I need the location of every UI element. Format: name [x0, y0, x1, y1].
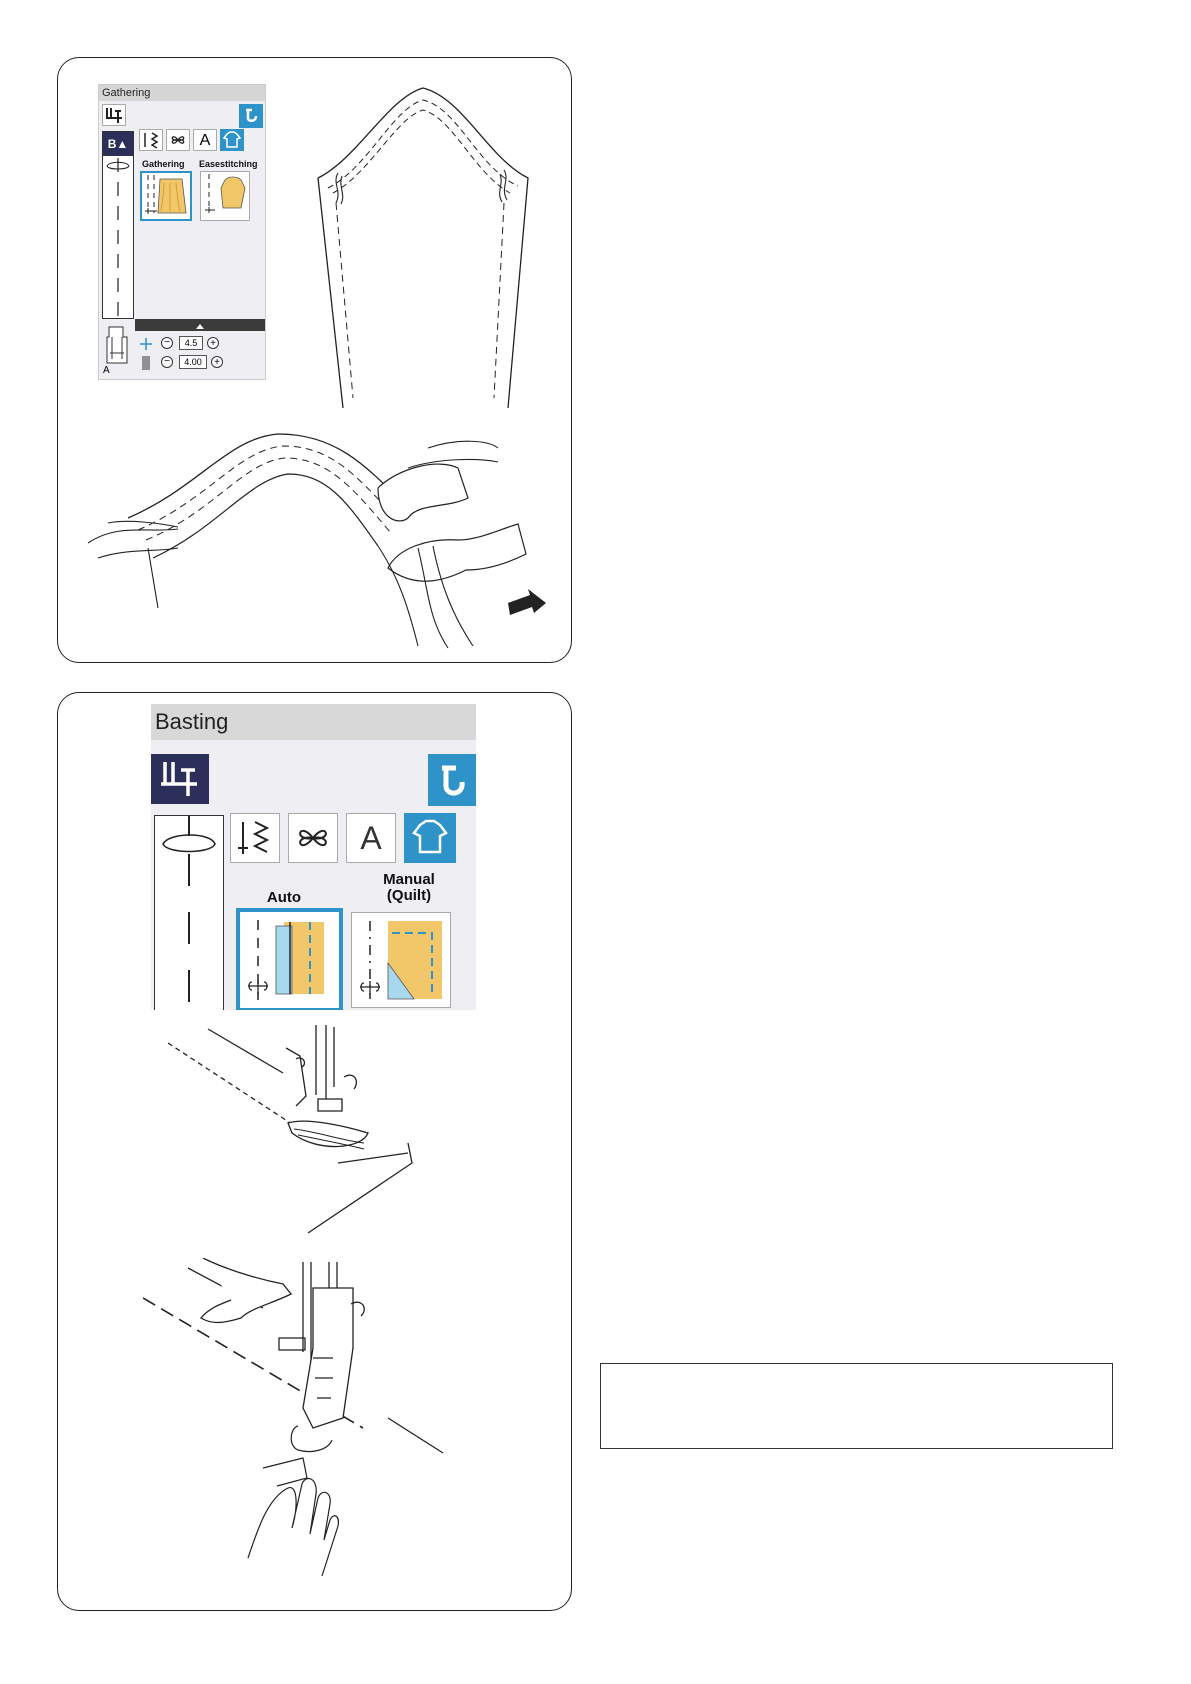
stitch-preview: B▲: [102, 131, 134, 319]
back-button[interactable]: [428, 754, 476, 806]
gathering-option-label: Gathering: [142, 159, 185, 169]
manual-quilt-option-button[interactable]: [351, 912, 451, 1008]
screen-title: Basting: [151, 704, 476, 740]
sewing-application-tab[interactable]: [220, 129, 244, 151]
mode-badge: B▲: [103, 132, 133, 156]
width-plus-button[interactable]: +: [207, 337, 219, 349]
screen-title: Gathering: [99, 85, 265, 101]
easestitching-option-button[interactable]: [200, 171, 250, 221]
basting-illustration-panel: Basting A: [57, 692, 572, 1611]
length-value: 4.00: [179, 355, 207, 369]
sleeve-cap-illustration: [317, 87, 529, 409]
gathering-illustration-panel: Gathering B▲: [57, 57, 572, 663]
length-plus-button[interactable]: +: [211, 356, 223, 368]
shirt-icon: [222, 131, 242, 148]
presser-foot-basting-illustration: [168, 1025, 413, 1234]
gathering-screen: Gathering B▲: [98, 84, 266, 380]
shirt-icon: [412, 819, 448, 854]
easestitching-option-label: Easestitching: [199, 159, 258, 169]
stitch-line-icon: [106, 158, 130, 318]
manual-option-label-line1: Manual: [383, 871, 435, 888]
alphabet-tab[interactable]: A: [193, 129, 217, 151]
gathering-fabric-icon: [145, 175, 187, 214]
auto-option-label: Auto: [266, 889, 302, 906]
foot-settings-icon: [106, 108, 122, 123]
zigzag-stitch-icon: [238, 821, 270, 854]
back-arrow-icon: [246, 108, 258, 122]
back-arrow-icon: [442, 765, 465, 796]
presser-foot-image: [102, 325, 132, 365]
foot-settings-icon: [161, 762, 197, 796]
stitch-length-icon: [142, 356, 150, 370]
back-button[interactable]: [239, 104, 263, 128]
letter-a-icon: A: [360, 820, 382, 856]
basting-screen: Basting A: [151, 704, 476, 1010]
presser-foot-icon: [106, 326, 128, 364]
manual-quilt-basting-icon: [360, 921, 442, 1000]
decorative-stitch-tab[interactable]: [166, 129, 190, 151]
manual-option-label-line2: (Quilt): [386, 887, 432, 904]
stitch-width-icon: [140, 338, 152, 350]
utility-stitch-tab[interactable]: [230, 813, 280, 863]
utility-stitch-tab[interactable]: [139, 129, 163, 151]
sewing-application-tab[interactable]: [404, 813, 456, 863]
pulling-threads-illustration: [87, 433, 546, 649]
letter-a-icon: A: [199, 132, 211, 149]
stitch-preview: [154, 815, 224, 1010]
auto-option-button[interactable]: [236, 908, 343, 1010]
chevron-up-icon: [196, 324, 204, 329]
width-minus-button[interactable]: −: [161, 337, 173, 349]
decorative-stitch-tab[interactable]: [288, 813, 338, 863]
note-box: [600, 1363, 1113, 1449]
hands-guiding-fabric-illustration: [143, 1258, 444, 1577]
decorative-stitch-icon: [171, 136, 185, 144]
auto-basting-icon: [248, 920, 324, 1000]
foot-label: A: [103, 365, 110, 376]
sleeve-fabric-icon: [205, 174, 246, 213]
length-minus-button[interactable]: −: [161, 356, 173, 368]
settings-bar[interactable]: [135, 319, 265, 331]
foot-settings-button[interactable]: [151, 754, 209, 804]
stitch-line-icon: [162, 816, 216, 1010]
zigzag-stitch-icon: [144, 132, 159, 149]
decorative-stitch-icon: [299, 829, 327, 847]
alphabet-tab[interactable]: A: [346, 813, 396, 863]
mode-badge-label: B: [107, 137, 117, 151]
gathering-option-button[interactable]: [140, 171, 192, 221]
width-value: 4.5: [179, 336, 203, 350]
foot-settings-button[interactable]: [102, 104, 126, 126]
